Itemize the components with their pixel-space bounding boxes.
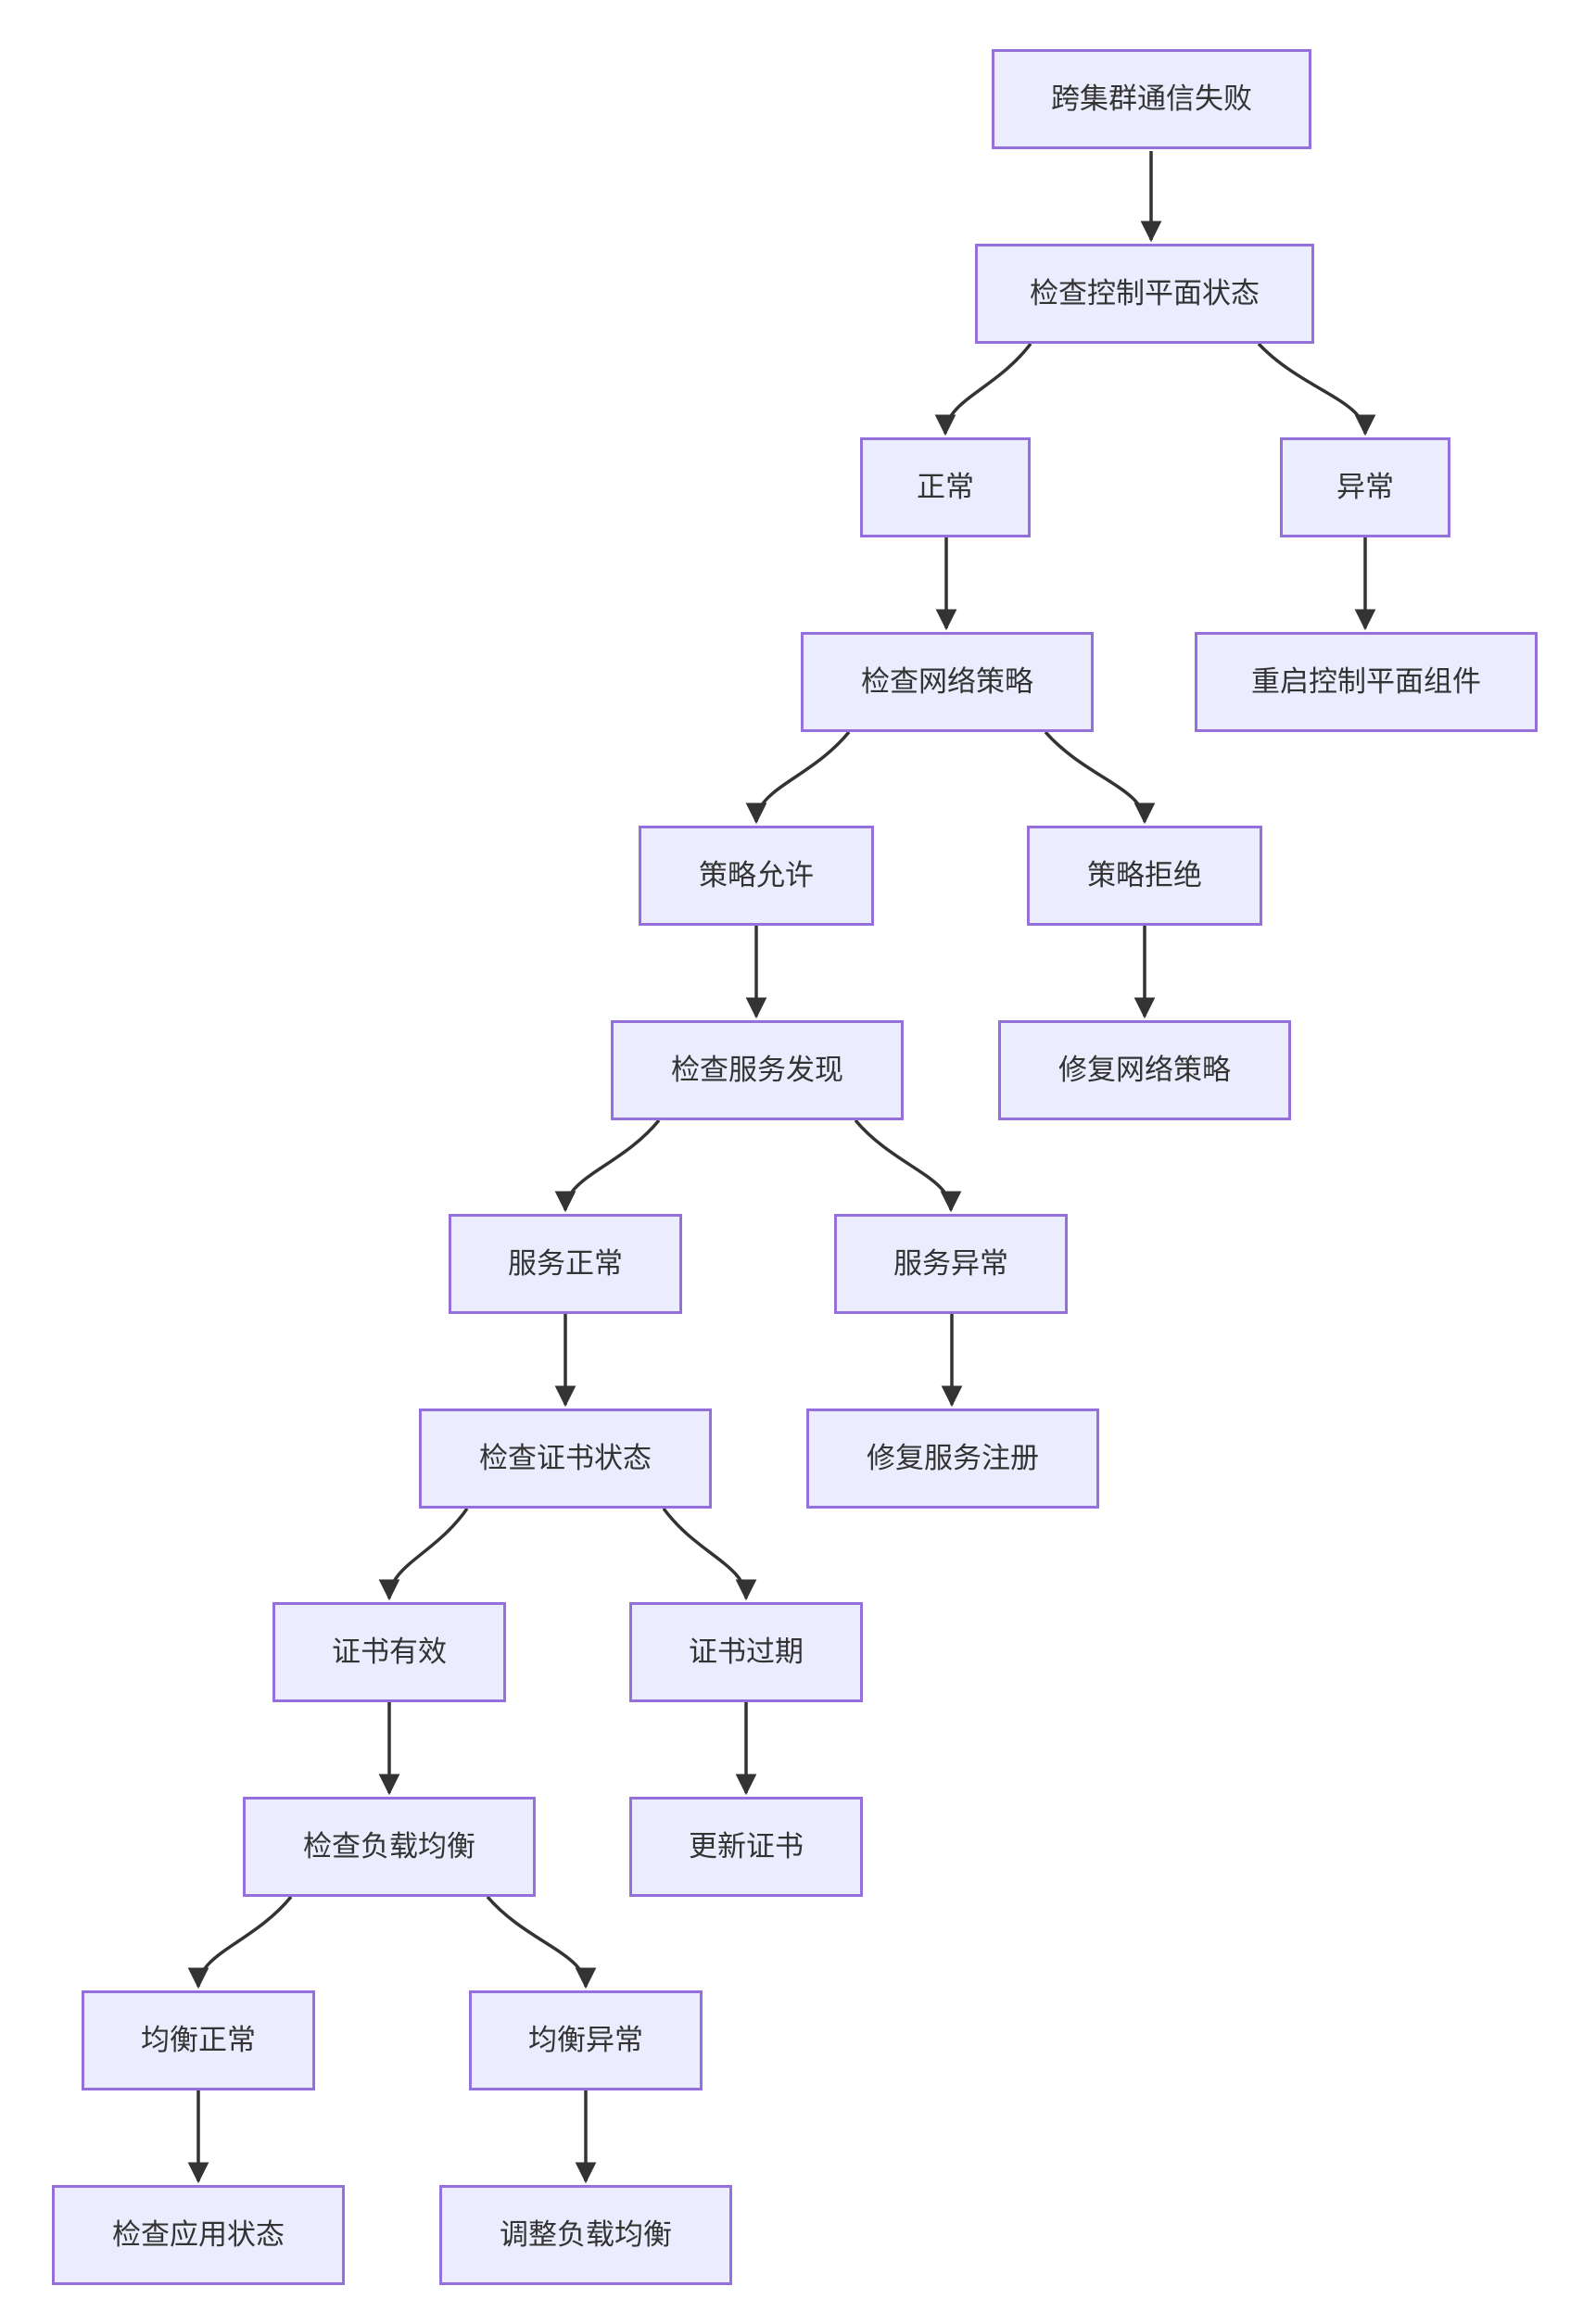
node-service-abnormal-label: 服务异常: [893, 1247, 1008, 1281]
edge-check-load-balancer-to-lb-normal: [187, 1895, 293, 1989]
edge-check-control-plane-to-normal: [934, 342, 1032, 436]
node-check-control-plane: 检查控制平面状态: [975, 244, 1314, 344]
node-check-network-policy-label: 检查网络策略: [861, 665, 1033, 699]
node-cert-valid: 证书有效: [272, 1602, 506, 1702]
node-check-service-discovery-label: 检查服务发现: [671, 1054, 843, 1087]
edge-check-service-discovery-to-service-abnormal: [854, 1118, 962, 1213]
edge-check-load-balancer-to-lb-abnormal: [486, 1895, 597, 1989]
node-service-normal: 服务正常: [449, 1214, 682, 1314]
node-renew-cert: 更新证书: [629, 1797, 863, 1897]
node-renew-cert-label: 更新证书: [689, 1830, 804, 1863]
node-lb-abnormal: 均衡异常: [469, 1990, 703, 2090]
edge-check-network-policy-to-policy-allow: [745, 730, 851, 825]
node-adjust-load-balancer-label: 调整负载均衡: [500, 2218, 672, 2252]
node-lb-abnormal-label: 均衡异常: [528, 2024, 643, 2057]
node-normal: 正常: [860, 437, 1031, 537]
node-cert-expired: 证书过期: [629, 1602, 863, 1702]
node-restart-control-plane-label: 重启控制平面组件: [1251, 665, 1481, 699]
node-policy-allow-label: 策略允许: [699, 859, 814, 892]
node-abnormal: 异常: [1280, 437, 1450, 537]
node-policy-allow: 策略允许: [639, 826, 874, 926]
node-fix-network-policy: 修复网络策略: [998, 1020, 1291, 1120]
edge-check-cert-status-to-cert-valid: [378, 1508, 469, 1601]
node-fix-network-policy-label: 修复网络策略: [1058, 1054, 1231, 1087]
edge-check-service-discovery-to-service-normal: [554, 1118, 661, 1213]
node-comm-failure: 跨集群通信失败: [992, 49, 1311, 149]
node-check-load-balancer: 检查负载均衡: [243, 1797, 536, 1897]
node-service-abnormal: 服务异常: [834, 1214, 1068, 1314]
edge-check-network-policy-to-policy-deny: [1044, 730, 1156, 825]
node-lb-normal-label: 均衡正常: [141, 2024, 256, 2057]
node-policy-deny: 策略拒绝: [1027, 826, 1262, 926]
node-abnormal-label: 异常: [1336, 471, 1394, 504]
node-restart-control-plane: 重启控制平面组件: [1195, 632, 1538, 732]
node-check-cert-status: 检查证书状态: [419, 1408, 712, 1509]
node-cert-valid-label: 证书有效: [332, 1636, 447, 1669]
node-lb-normal: 均衡正常: [82, 1990, 315, 2090]
edge-check-cert-status-to-cert-expired: [662, 1507, 757, 1601]
node-check-network-policy: 检查网络策略: [801, 632, 1094, 732]
node-check-app-status: 检查应用状态: [52, 2185, 345, 2285]
node-cert-expired-label: 证书过期: [689, 1636, 804, 1669]
node-check-cert-status-label: 检查证书状态: [479, 1442, 652, 1475]
node-normal-label: 正常: [917, 471, 974, 504]
node-policy-deny-label: 策略拒绝: [1087, 859, 1202, 892]
edge-check-control-plane-to-abnormal: [1257, 342, 1376, 436]
node-check-load-balancer-label: 检查负载均衡: [303, 1830, 475, 1863]
node-check-service-discovery: 检查服务发现: [611, 1020, 904, 1120]
node-adjust-load-balancer: 调整负载均衡: [439, 2185, 732, 2285]
node-fix-service-registration: 修复服务注册: [806, 1408, 1099, 1509]
node-check-control-plane-label: 检查控制平面状态: [1030, 277, 1260, 310]
node-check-app-status-label: 检查应用状态: [112, 2218, 285, 2252]
node-service-normal-label: 服务正常: [508, 1247, 623, 1281]
node-fix-service-registration-label: 修复服务注册: [867, 1442, 1039, 1475]
node-comm-failure-label: 跨集群通信失败: [1051, 82, 1252, 116]
